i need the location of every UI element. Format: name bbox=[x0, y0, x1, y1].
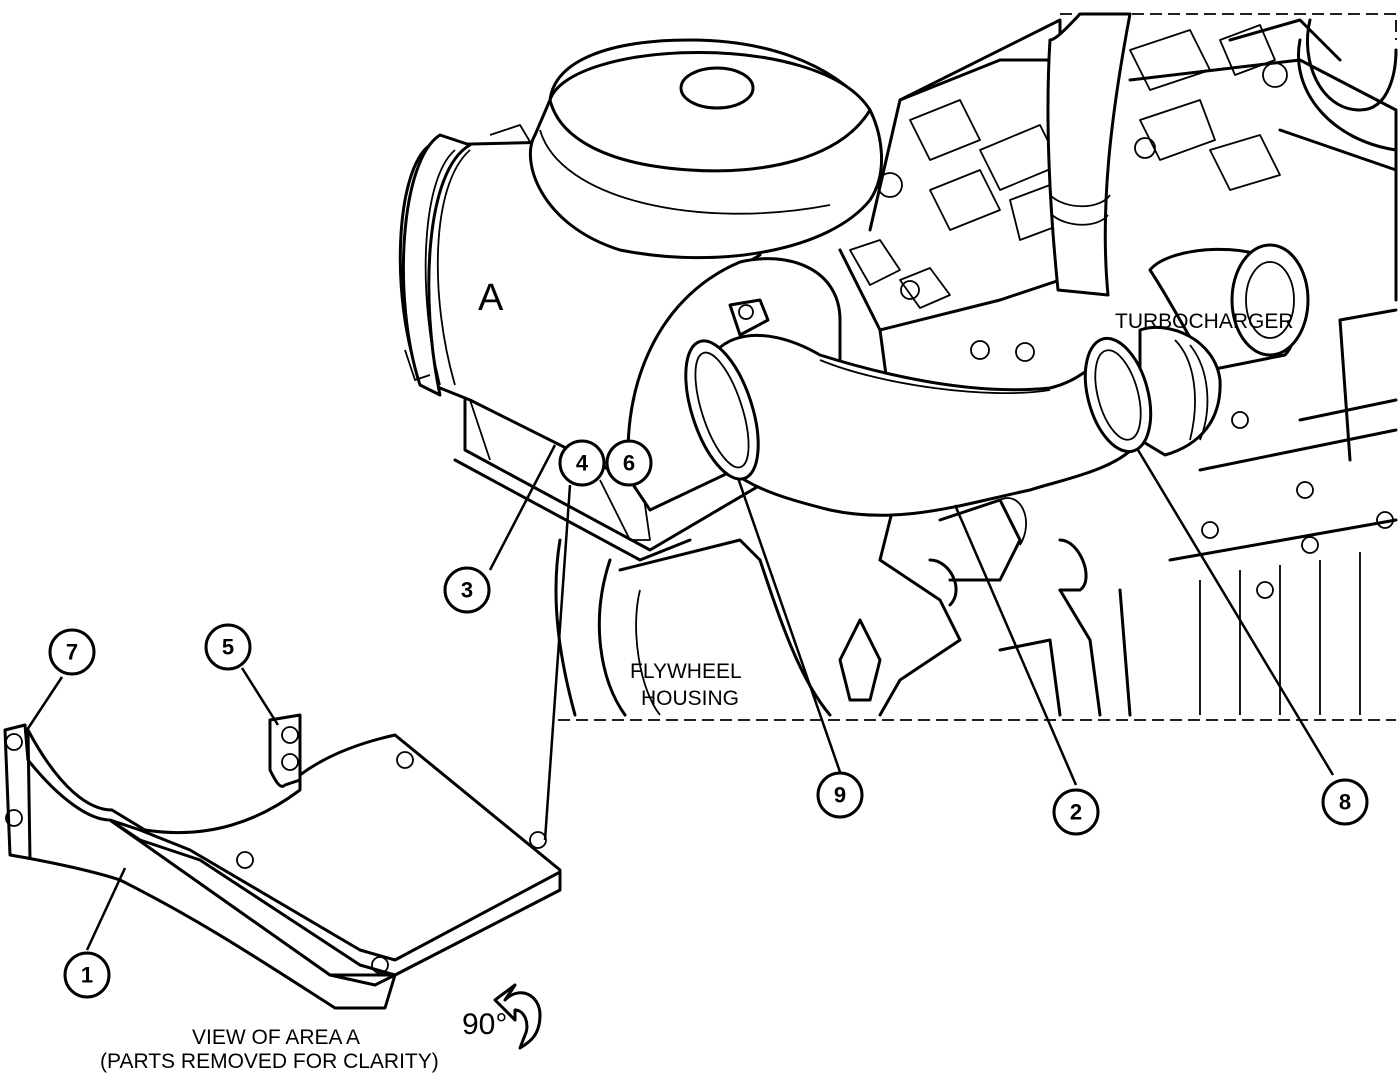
rotation-label: 90° bbox=[462, 1008, 507, 1041]
callout-7: 7 bbox=[48, 628, 96, 676]
callout-9-number: 9 bbox=[834, 783, 846, 808]
callout-7-number: 7 bbox=[66, 640, 78, 665]
callout-8-number: 8 bbox=[1339, 790, 1351, 815]
shield-bracket bbox=[3, 713, 562, 1010]
flywheel-housing-label-line1: FLYWHEEL bbox=[630, 660, 742, 683]
callout-6-number: 6 bbox=[623, 451, 635, 476]
air-hose bbox=[684, 298, 1153, 517]
callout-4-number: 4 bbox=[576, 451, 589, 476]
callout-3-number: 3 bbox=[461, 578, 473, 603]
callout-2: 2 bbox=[1052, 788, 1100, 836]
callout-6: 6 bbox=[605, 439, 653, 487]
turbocharger-label: TURBOCHARGER bbox=[1115, 310, 1294, 333]
leader-lines bbox=[23, 444, 1335, 951]
turbocharger bbox=[1138, 243, 1310, 457]
callout-9: 9 bbox=[816, 771, 864, 819]
callout-8: 8 bbox=[1321, 778, 1369, 826]
callout-1-number: 1 bbox=[81, 963, 93, 988]
intake-tube bbox=[1046, 12, 1132, 297]
callout-5: 5 bbox=[204, 623, 252, 671]
flywheel-housing-label-line2: HOUSING bbox=[641, 687, 739, 710]
area-a-label: A bbox=[478, 277, 504, 319]
callout-1: 1 bbox=[63, 951, 111, 999]
callout-4: 4 bbox=[558, 439, 606, 487]
callout-2-number: 2 bbox=[1070, 800, 1082, 825]
callout-3: 3 bbox=[443, 566, 491, 614]
view-caption-line2: (PARTS REMOVED FOR CLARITY) bbox=[100, 1050, 439, 1073]
view-caption-line1: VIEW OF AREA A bbox=[192, 1026, 360, 1049]
callout-5-number: 5 bbox=[222, 635, 234, 660]
rotation-arrow-icon bbox=[493, 983, 542, 1050]
